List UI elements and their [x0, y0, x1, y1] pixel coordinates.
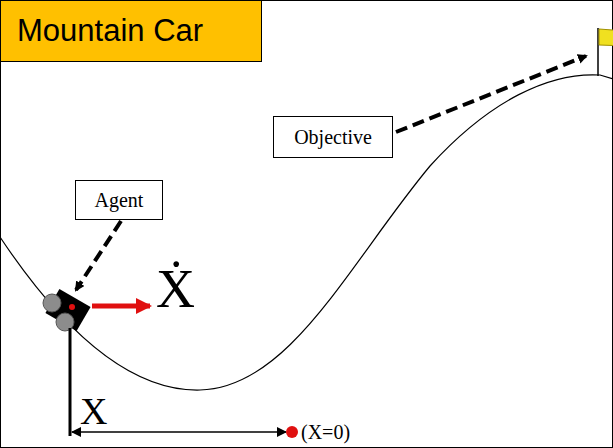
position-marker — [69, 328, 72, 436]
objective-box: Objective — [273, 116, 393, 158]
car-wheel — [43, 294, 61, 312]
origin-label: (X=0) — [301, 422, 350, 442]
objective-pointer — [396, 56, 586, 132]
position-symbol: X — [80, 392, 107, 430]
mountain-curve — [0, 75, 613, 390]
velocity-symbol: Ẋ — [156, 262, 195, 316]
title-heading: Mountain Car — [0, 0, 262, 62]
flag — [599, 29, 613, 46]
agent-box: Agent — [75, 180, 163, 220]
node-text: Objective — [286, 126, 380, 149]
origin-dot — [286, 426, 298, 438]
agent-pointer — [76, 221, 121, 290]
position-dimension — [72, 431, 286, 433]
velocity-arrow — [92, 304, 150, 309]
car-center — [69, 304, 75, 310]
node-text: Agent — [88, 189, 150, 212]
